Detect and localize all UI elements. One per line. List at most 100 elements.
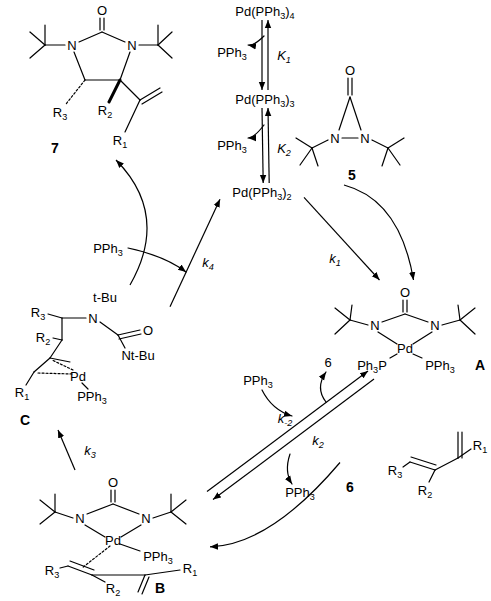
bond-line [287, 454, 292, 484]
reverse-arrow [267, 20, 268, 90]
ligand-arrows [128, 36, 326, 484]
bond-line [50, 340, 62, 358]
bond-line [142, 92, 162, 104]
subscript: 3 [118, 248, 123, 258]
bond-line [347, 78, 348, 95]
bond-line [48, 314, 62, 318]
bond-line [119, 334, 141, 339]
bond-line [114, 490, 115, 502]
arrow-line [344, 185, 414, 280]
bond-line [74, 52, 85, 80]
bond-line [335, 320, 350, 334]
bond-line [66, 80, 85, 104]
bond-line [460, 320, 475, 334]
bond-line [82, 546, 110, 568]
bond-line [350, 320, 368, 325]
reaction-arrow [213, 379, 374, 500]
bond-line [171, 500, 186, 512]
arrow-line [116, 160, 147, 285]
atom-label: R3 [31, 306, 45, 319]
subscript: 2 [287, 192, 292, 202]
species-node: Pd(PPh3)2 [220, 183, 304, 201]
atom-label: N [67, 39, 76, 52]
species-node: R3R2R16 [340, 425, 490, 500]
reaction-arrow [170, 199, 220, 307]
bond-line [30, 45, 45, 58]
subscript: 3 [62, 112, 67, 122]
bond-line [312, 140, 328, 148]
bond-line [60, 566, 68, 568]
bond-line [339, 97, 350, 130]
atom-label: O [108, 476, 118, 489]
bond-line [100, 322, 118, 335]
atom-label: Pd [70, 370, 86, 383]
bond-line [70, 561, 94, 570]
species-node: R3t-BuNR2ONt-BuPdR1PPh3C [10, 285, 170, 430]
bond-line [118, 330, 140, 335]
bond-line [429, 470, 435, 482]
bond-line [54, 494, 55, 512]
subscript: 3 [450, 365, 455, 375]
atom-label: Pd(PPh3)3 [235, 93, 294, 106]
bond-line [140, 88, 160, 100]
bond-line [296, 138, 312, 148]
edge-layer [58, 20, 414, 547]
atom-label: R3 [388, 464, 402, 477]
species-node: ONNPdPh3PPPh3A [320, 280, 490, 375]
ligand-label: PPh3 [217, 46, 247, 59]
bond-line [99, 18, 100, 30]
atom-label: O [143, 324, 153, 337]
compound-number: 5 [348, 168, 356, 182]
atom-label: Ph3P [357, 359, 387, 372]
arrow-line [58, 430, 75, 470]
bond-line [121, 525, 141, 537]
species-node: ONNPdPPh3R3R2R1B [30, 470, 210, 598]
bond-line [382, 314, 405, 322]
product-structure [30, 18, 172, 132]
bond-line [405, 314, 428, 322]
atom-label: R2 [106, 582, 120, 595]
bond-line [85, 525, 105, 537]
bond-line [30, 32, 45, 45]
bond-line [44, 25, 45, 45]
bond-line [460, 308, 475, 320]
bond-line [139, 44, 158, 45]
bond-line [372, 140, 388, 148]
reaction-arrow [262, 20, 268, 90]
atom-label: O [400, 286, 410, 299]
bond-line [300, 148, 312, 165]
reaction-arrow [210, 463, 340, 547]
bond-line [45, 44, 65, 45]
atom-label: O [345, 64, 355, 77]
ligand-label: PPh3 [285, 486, 315, 499]
subscript: 1 [482, 445, 487, 455]
atom-label: O [97, 4, 107, 17]
rate-constant: k4 [202, 256, 214, 269]
atom-label: R3 [53, 106, 67, 119]
bond-line [53, 338, 62, 340]
bond-line [87, 504, 113, 514]
bond-line [382, 148, 388, 166]
subscript: 3 [280, 11, 285, 21]
bond-line [142, 577, 149, 594]
subscript: 3 [40, 312, 45, 322]
bond-line [40, 512, 55, 524]
bond-line [458, 449, 471, 458]
bond-line [402, 300, 403, 312]
subscript: 2 [286, 148, 291, 158]
atom-label: Pd(PPh3)4 [235, 5, 294, 18]
bond-line [55, 512, 73, 518]
bond-line [125, 100, 140, 132]
arrow-line [210, 463, 340, 547]
arrow-line [207, 371, 368, 492]
bond-line [26, 372, 34, 385]
subscript: 3 [268, 380, 273, 390]
atom-label: R1 [113, 134, 127, 147]
compound-number: C [20, 413, 30, 427]
bond-line [61, 318, 62, 340]
subscript: 3 [242, 52, 247, 62]
bond-line [351, 78, 352, 95]
bond-line [120, 544, 140, 551]
diaziridinone-structure [296, 78, 404, 166]
subscript: 2 [319, 440, 324, 450]
